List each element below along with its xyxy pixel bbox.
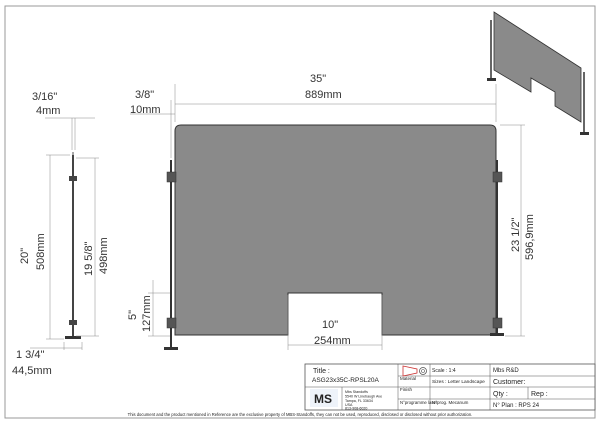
dim-panel-height-mm: 498mm — [98, 237, 110, 274]
material-label: Material — [400, 376, 416, 381]
iso-panel — [493, 11, 582, 123]
finish-label: Finish — [400, 387, 413, 392]
logo-text: MS — [314, 392, 332, 406]
title-block: MS — [304, 363, 596, 411]
dim-width-in: 35" — [310, 73, 326, 85]
company-line-3: Tampa, FL 33634 — [345, 399, 373, 403]
title-label: Title : — [313, 368, 330, 375]
front-clamp-left-bottom — [166, 317, 177, 329]
company-logo: MS — [310, 389, 338, 407]
company-line-2: 5540 W Linebaugh Ave — [345, 395, 382, 399]
dim-thickness-mm: 4mm — [36, 105, 60, 117]
dim-cutout-width-in: 10" — [322, 319, 338, 331]
drawing-frame — [4, 5, 596, 419]
side-view — [30, 117, 99, 350]
dim-panel-height-in: 19 5/8" — [83, 241, 95, 276]
front-clamp-right-bottom — [492, 317, 503, 329]
property-disclaimer: This document and the product mentioned … — [128, 412, 473, 417]
quantity-label: Qty : — [493, 391, 508, 398]
isometric-view — [487, 11, 589, 135]
dim-base-mm: 44,5mm — [12, 365, 52, 377]
rep-label: Rep : — [531, 391, 548, 398]
dim-overall-height-in: 20" — [19, 248, 31, 264]
front-base-left — [164, 347, 178, 350]
mecanum-program-label: N°prog. Mecanum — [432, 400, 469, 405]
front-clamp-right-top — [492, 171, 503, 183]
title-value: ASG23x35C-RPSL20A — [312, 377, 380, 384]
dim-width-mm: 889mm — [305, 89, 342, 101]
front-view — [130, 84, 525, 350]
dim-cutout-height-in: 5" — [127, 310, 139, 320]
dim-offset-in: 3/8" — [135, 89, 154, 101]
dim-cutout-width-mm: 254mm — [314, 335, 351, 347]
side-clamp-top — [69, 176, 77, 181]
plan-number: N° Plan : RPS 24 — [493, 403, 540, 409]
dim-right-height-in: 23 1/2" — [510, 217, 522, 252]
dim-cutout-height-mm: 127mm — [141, 295, 153, 332]
dim-right-height-mm: 596,9mm — [524, 214, 536, 260]
company-line-4: USA — [345, 403, 353, 407]
side-base — [65, 336, 81, 339]
customer-label: Customer: — [493, 379, 525, 386]
scale: Scale : 1:4 — [432, 368, 456, 374]
dim-offset-mm: 10mm — [130, 104, 161, 116]
laser-program-label: N°programme laser — [400, 400, 438, 405]
dim-thickness-in: 3/16" — [32, 91, 57, 103]
dim-overall-height-mm: 508mm — [35, 233, 47, 270]
front-base-right — [490, 333, 504, 336]
front-clamp-left-top — [166, 171, 177, 183]
sizes: Sizes : Letter Landscape — [432, 379, 485, 385]
front-panel — [174, 124, 497, 336]
dim-base-in: 1 3/4" — [16, 349, 44, 361]
side-clamp-bottom — [69, 320, 77, 325]
projection-symbol-icon — [402, 365, 427, 377]
company-line-5: 813-908-6020 — [345, 407, 367, 411]
department: Mbs R&D — [493, 368, 519, 374]
company-line-1: Mbs Standoffs — [345, 390, 368, 394]
